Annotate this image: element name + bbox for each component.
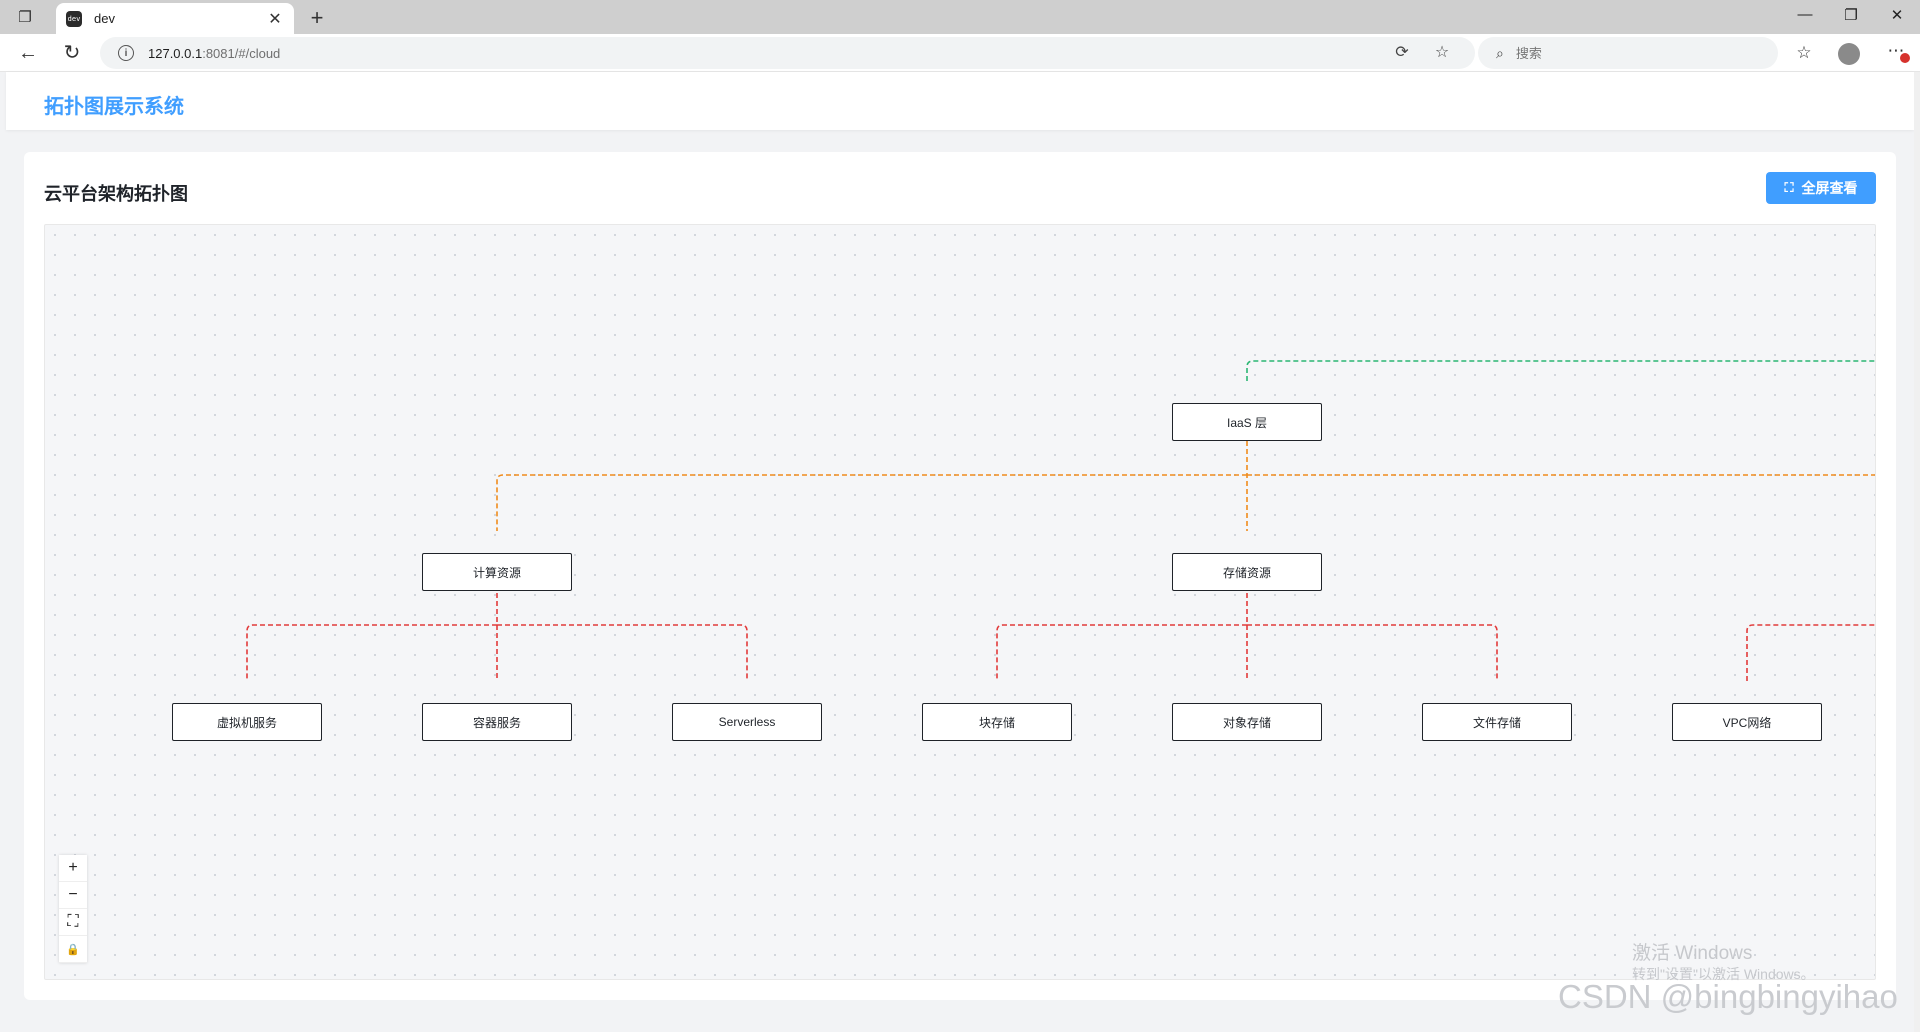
page-scrollbar[interactable]: [1914, 72, 1920, 1032]
zoom-out-icon[interactable]: −: [59, 882, 87, 909]
node-compute[interactable]: 计算资源: [422, 553, 572, 591]
windows-activate-sub: 转到"设置"以激活 Windows。: [1632, 966, 1815, 982]
back-arrow-icon[interactable]: ←: [18, 42, 38, 64]
edge-iaas-compute: [496, 474, 1247, 531]
node-storage[interactable]: 存储资源: [1172, 553, 1322, 591]
browser-search-input[interactable]: [1515, 45, 1736, 61]
translate-icon[interactable]: ⟳: [1395, 44, 1409, 61]
restore-icon[interactable]: ❐: [1844, 7, 1858, 24]
topology-card: 云平台架构拓扑图 ⛶ 全屏查看: [24, 152, 1896, 1000]
notification-badge: [1900, 53, 1910, 63]
node-iaas[interactable]: IaaS 层: [1172, 403, 1322, 441]
tab-title: dev: [94, 11, 115, 26]
edge-storage-block: [996, 624, 1247, 681]
node-block[interactable]: 块存储: [922, 703, 1072, 741]
fullscreen-label: 全屏查看: [1801, 180, 1858, 196]
node-vpc[interactable]: VPC网络: [1672, 703, 1822, 741]
lock-icon[interactable]: 🔒: [59, 936, 87, 963]
search-icon: ⌕: [1496, 44, 1504, 61]
address-bar[interactable]: i 127.0.0.1:8081/#/cloud ⟳ ☆: [100, 37, 1475, 69]
tab-favicon-icon: dev: [66, 10, 82, 27]
browser-tab-bar: ❐ dev dev ✕ + — ❐ ✕: [0, 0, 1920, 34]
app-title: 拓扑图展示系统: [44, 96, 184, 118]
page: 拓扑图展示系统 云平台架构拓扑图 ⛶ 全屏查看: [0, 72, 1920, 1032]
node-file[interactable]: 文件存储: [1422, 703, 1572, 741]
edge-network-vpc: [1746, 624, 1875, 681]
site-info-icon[interactable]: i: [118, 45, 134, 61]
browser-search-box[interactable]: ⌕: [1478, 37, 1778, 69]
topology-edges: [246, 360, 1875, 681]
node-serverless[interactable]: Serverless: [672, 703, 822, 741]
edge-storage-file: [1247, 624, 1498, 681]
favorite-star-icon[interactable]: ☆: [1434, 44, 1450, 61]
tab-close-icon[interactable]: ✕: [268, 10, 282, 28]
favorites-list-icon[interactable]: ☆: [1796, 43, 1812, 62]
fullscreen-icon: ⛶: [1784, 180, 1794, 195]
url-host: 127.0.0.1: [148, 45, 203, 61]
csdn-watermark: CSDN @bingbingyihao: [1558, 978, 1898, 1015]
edge-compute-serverless: [497, 624, 748, 681]
edge-compute-vm: [246, 624, 497, 681]
app-header: 拓扑图展示系统: [6, 72, 1914, 130]
profile-avatar[interactable]: [1838, 43, 1860, 65]
windows-activate-title: 激活 Windows: [1632, 943, 1753, 964]
edge-root-iaas: [1246, 360, 1875, 381]
zoom-in-icon[interactable]: +: [59, 855, 87, 882]
card-title: 云平台架构拓扑图: [44, 184, 188, 204]
browser-tab[interactable]: dev dev ✕: [56, 3, 294, 34]
window-close-icon[interactable]: ✕: [1890, 7, 1904, 24]
new-tab-icon[interactable]: +: [310, 5, 324, 30]
url-path: :8081/#/cloud: [202, 45, 281, 61]
minimize-icon[interactable]: —: [1797, 6, 1813, 23]
node-vm[interactable]: 虚拟机服务: [172, 703, 322, 741]
browser-toolbar: ← ↻ i 127.0.0.1:8081/#/cloud ⟳ ☆ ⌕ ☆ ⋯: [0, 34, 1920, 72]
node-object[interactable]: 对象存储: [1172, 703, 1322, 741]
graph-controls: + − ⛶ 🔒: [59, 855, 87, 963]
reload-icon[interactable]: ↻: [63, 42, 81, 64]
topology-canvas[interactable]: IaaS 层 计算资源 存储资源 虚拟机服务 容器服务 Serverless 块…: [44, 224, 1876, 980]
fit-view-icon[interactable]: ⛶: [59, 909, 87, 936]
tab-actions-icon[interactable]: ❐: [18, 9, 32, 26]
node-container[interactable]: 容器服务: [422, 703, 572, 741]
fullscreen-button[interactable]: ⛶ 全屏查看: [1766, 172, 1876, 204]
